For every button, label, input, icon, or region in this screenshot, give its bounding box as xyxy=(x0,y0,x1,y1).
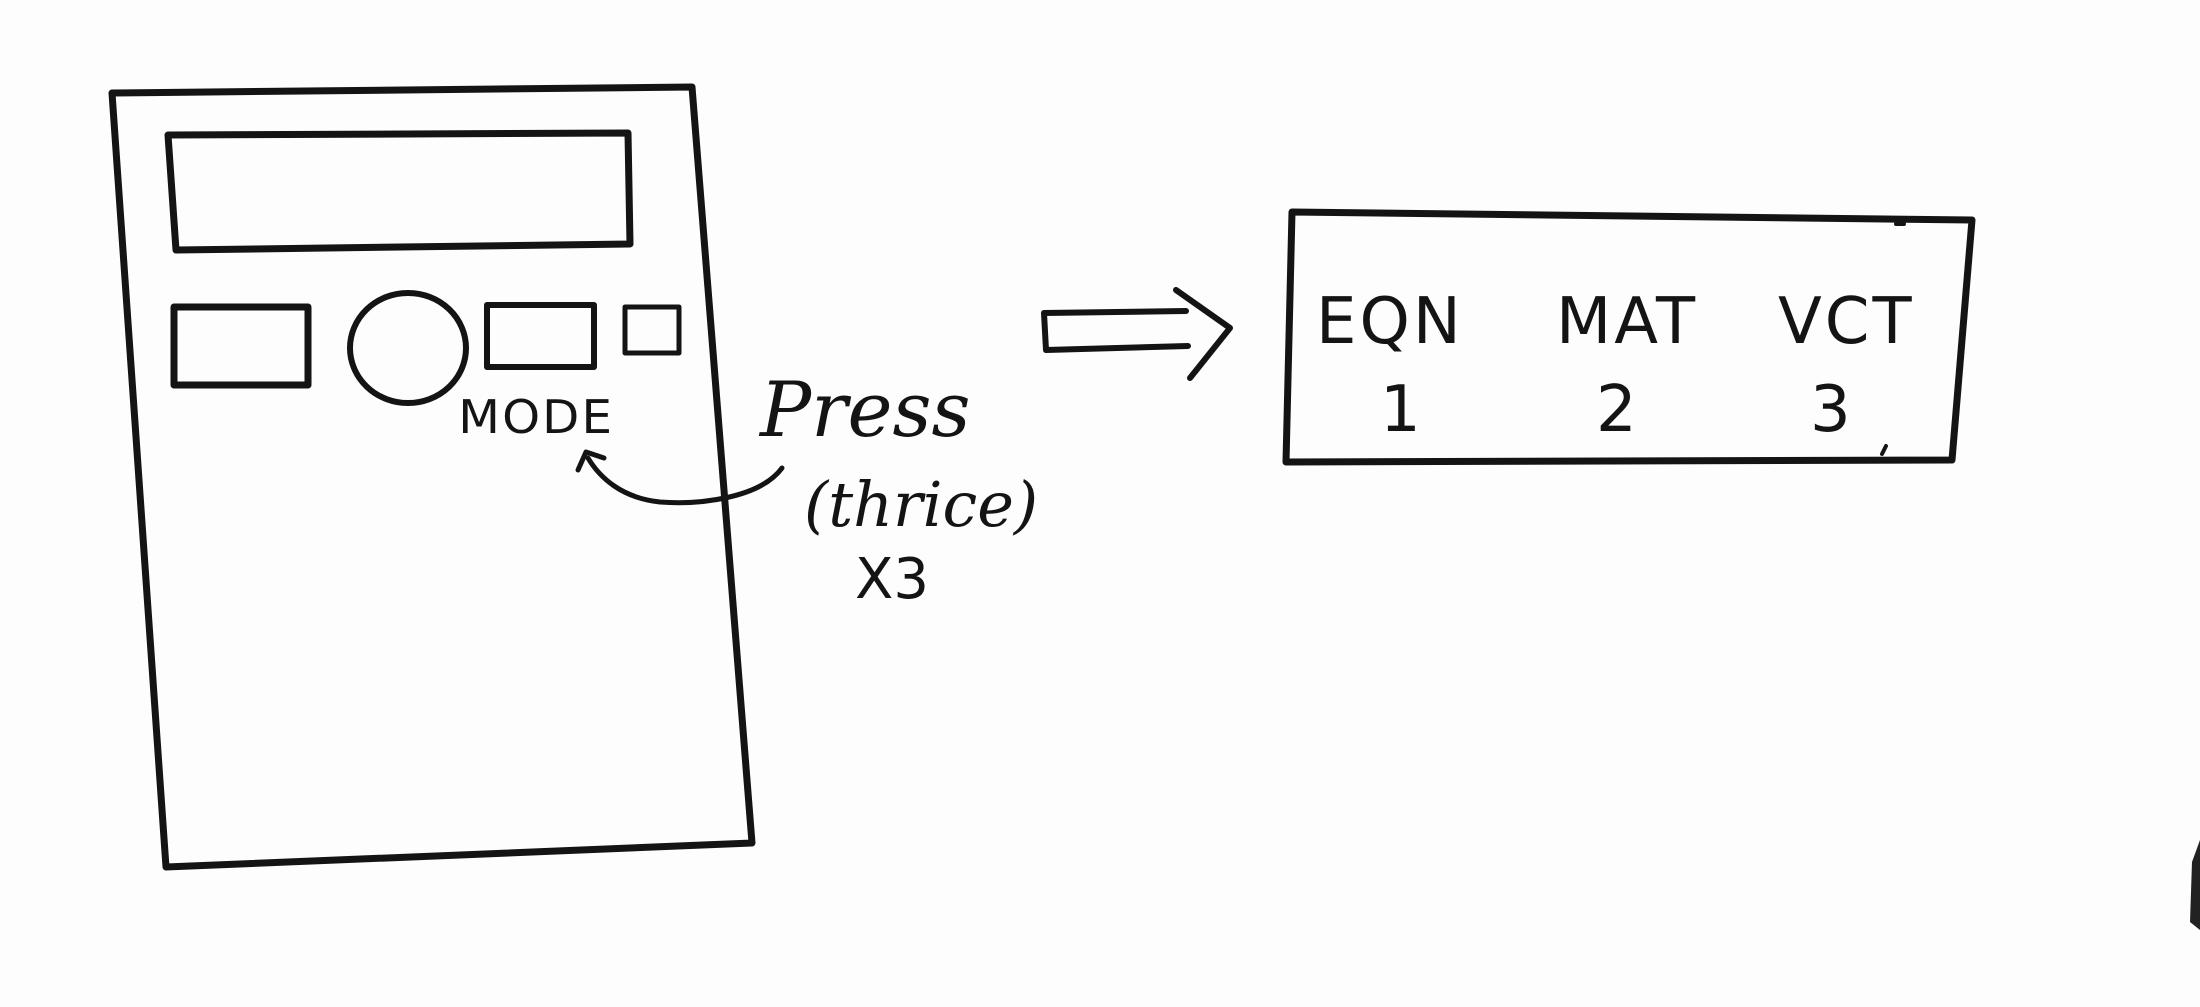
option-eqn-name: EQN xyxy=(1316,285,1464,359)
times-count: X3 xyxy=(855,547,929,612)
screen-corner-mark xyxy=(1880,222,1906,456)
pointer-arrow xyxy=(585,455,785,506)
calculator-key-small xyxy=(622,304,682,356)
mode-label: MODE xyxy=(458,390,615,444)
option-eqn-number: 1 xyxy=(1380,373,1421,447)
calculator-body xyxy=(108,83,756,871)
pointer-arrowhead xyxy=(575,449,607,473)
result-arrow xyxy=(1041,308,1191,353)
calculator-key-left xyxy=(170,303,312,389)
option-mat-name: MAT xyxy=(1556,285,1699,359)
mode-button xyxy=(347,290,469,406)
calculator-key-middle xyxy=(484,302,597,370)
result-arrowhead xyxy=(1173,287,1233,381)
mode-menu-screen xyxy=(1282,208,1976,466)
press-instruction: Press xyxy=(760,365,971,454)
option-mat-number: 2 xyxy=(1596,373,1637,447)
calculator-screen xyxy=(164,129,634,254)
option-vct-number: 3 xyxy=(1810,373,1851,447)
edge-smudge xyxy=(2190,840,2200,930)
option-vct-name: VCT xyxy=(1778,285,1915,359)
thrice-instruction: (thrice) xyxy=(804,468,1039,541)
